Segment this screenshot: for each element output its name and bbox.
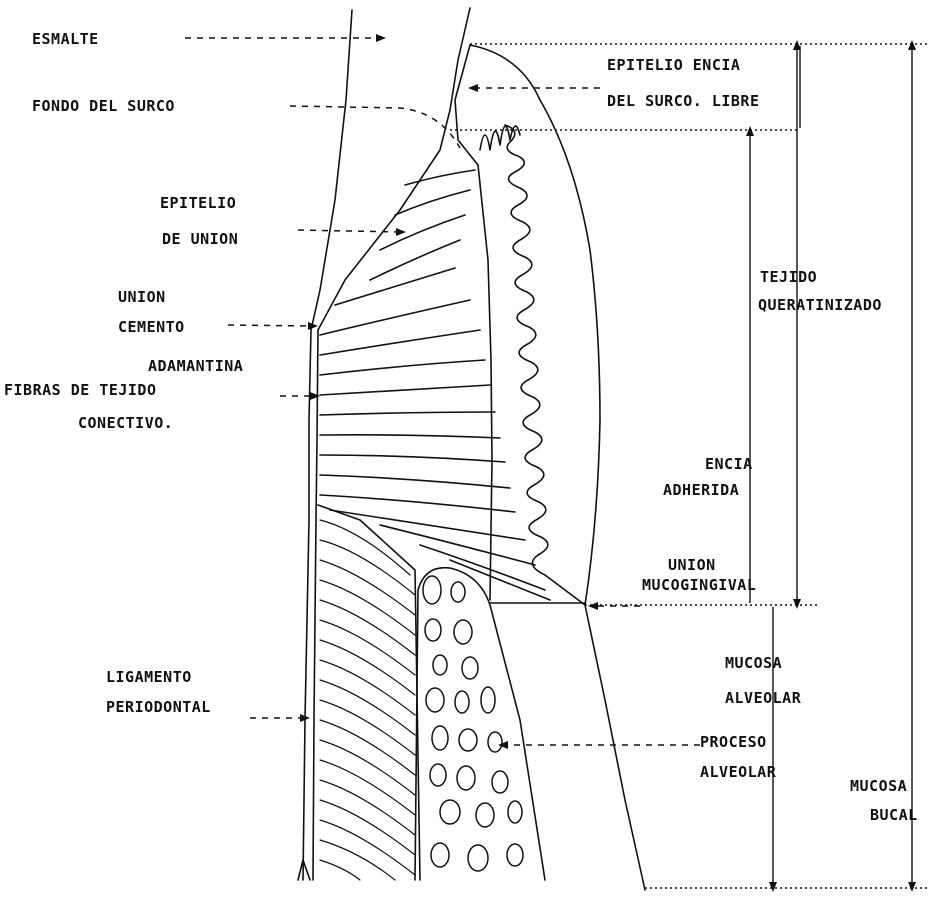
label-epitelio-union-2: DE UNION xyxy=(162,230,238,248)
arrow-head xyxy=(793,40,801,50)
label-union-cemento-3: ADAMANTINA xyxy=(148,357,243,375)
label-union-cemento-2: CEMENTO xyxy=(118,318,185,336)
label-fibras-2: CONECTIVO. xyxy=(78,414,173,432)
connective-fibers xyxy=(320,170,550,600)
label-union-muco-1: UNION xyxy=(668,556,716,574)
mucosa-surface-line xyxy=(585,605,645,890)
arrow-head xyxy=(908,40,916,50)
label-epitelio-encia-2: DEL SURCO. LIBRE xyxy=(607,92,760,110)
label-fondo-surco: FONDO DEL SURCO xyxy=(32,97,175,115)
arrow-head xyxy=(498,741,508,749)
label-fibras-1: FIBRAS DE TEJIDO xyxy=(4,381,157,399)
arrow-head xyxy=(908,882,916,892)
ligament-hatching xyxy=(320,520,415,880)
label-mucosa-bucal-2: BUCAL xyxy=(870,806,918,824)
alveolar-bone-outline xyxy=(415,568,545,880)
label-ligamento-2: PERIODONTAL xyxy=(106,698,211,716)
label-union-cemento-1: UNION xyxy=(118,288,166,306)
root-end xyxy=(298,860,310,880)
label-epitelio-union-1: EPITELIO xyxy=(160,194,236,212)
gingiva-outer-contour xyxy=(318,8,470,330)
label-esmalte: ESMALTE xyxy=(32,30,99,48)
arrow-head xyxy=(396,228,406,236)
arrow-head xyxy=(793,599,801,609)
label-mucosa-alveolar-1: MUCOSA xyxy=(725,654,782,672)
sulcular-epithelium-line xyxy=(455,45,478,165)
label-epitelio-encia-1: EPITELIO ENCIA xyxy=(607,56,740,74)
label-encia-adherida-1: ENCIA xyxy=(705,455,753,473)
leader-fondo-surco xyxy=(290,106,460,148)
label-proceso-1: PROCESO xyxy=(700,733,767,751)
label-ligamento-1: LIGAMENTO xyxy=(106,668,192,686)
arrow-head xyxy=(310,392,320,400)
arrow-head xyxy=(769,882,777,892)
bone-spaces xyxy=(423,576,523,871)
leader-union-cemento xyxy=(228,325,312,326)
arrow-head xyxy=(588,602,598,610)
arrow-head xyxy=(468,84,478,92)
label-tejido-1: TEJIDO xyxy=(760,268,817,286)
label-proceso-2: ALVEOLAR xyxy=(700,763,776,781)
label-tejido-2: QUERATINIZADO xyxy=(758,296,882,314)
rete-pegs-line xyxy=(505,125,585,605)
label-union-muco-2: MUCOGINGIVAL xyxy=(642,576,756,594)
arrow-head xyxy=(376,34,386,42)
cementum-line xyxy=(313,330,318,880)
arrow-head xyxy=(746,126,754,136)
label-mucosa-bucal-1: MUCOSA xyxy=(850,777,907,795)
label-encia-adherida-2: ADHERIDA xyxy=(663,481,739,499)
label-mucosa-alveolar-2: ALVEOLAR xyxy=(725,689,801,707)
